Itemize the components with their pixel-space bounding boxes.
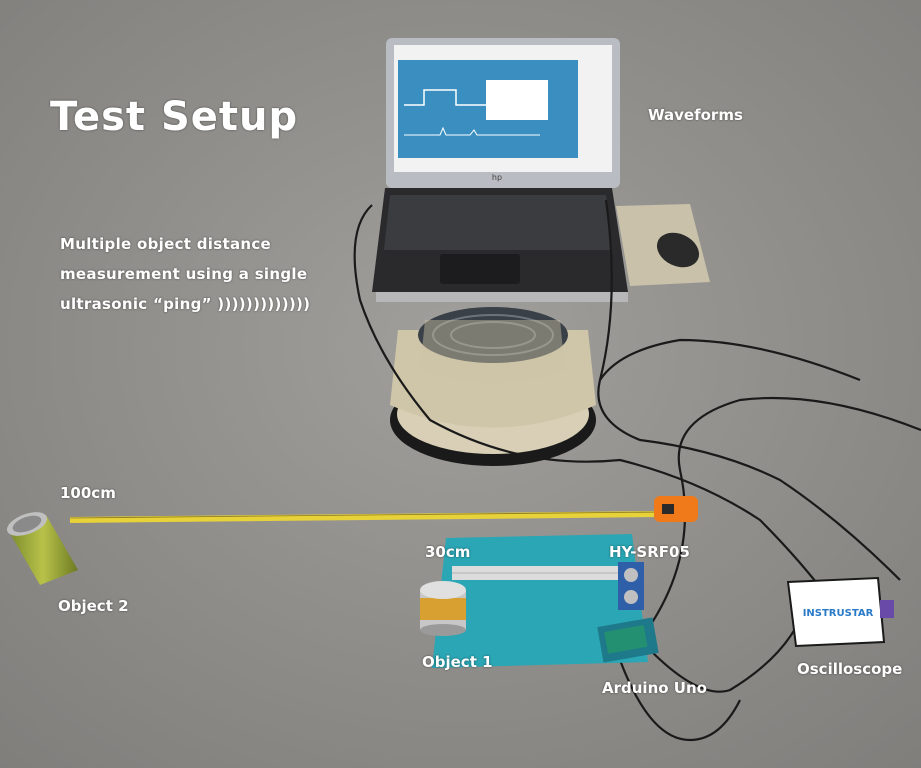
description-line-2: measurement using a single [60,265,308,283]
can-object-1 [420,581,466,636]
oscilloscope-label: Oscilloscope [797,660,903,678]
object-1-label: Object 1 [422,653,493,671]
description-line-1: Multiple object distance [60,235,272,253]
laptop-brand: hp [492,173,502,182]
distance-near-label: 30cm [425,543,471,561]
mouse-tray [616,204,710,286]
tape-measure [69,496,698,523]
arduino-label: Arduino Uno [602,679,707,697]
scope-brand-text: INSTRUSTAR [803,608,874,619]
cables [353,199,921,742]
waveforms-label: Waveforms [648,106,743,124]
step-stool [390,307,596,466]
sensor-label: HY-SRF05 [609,543,690,561]
oscilloscope-device: INSTRUSTAR [786,576,894,648]
can-object-2 [6,512,78,585]
page-title: Test Setup [50,94,299,140]
distance-far-label: 100cm [60,484,116,502]
description-text: Multiple object distance measurement usi… [60,229,310,319]
laptop: hp [372,38,628,302]
object-2-label: Object 2 [58,597,129,615]
description-line-3: ultrasonic “ping” ))))))))))))) [60,295,311,313]
cutting-mat [432,534,648,668]
ultrasonic-sensor-board [597,562,659,663]
